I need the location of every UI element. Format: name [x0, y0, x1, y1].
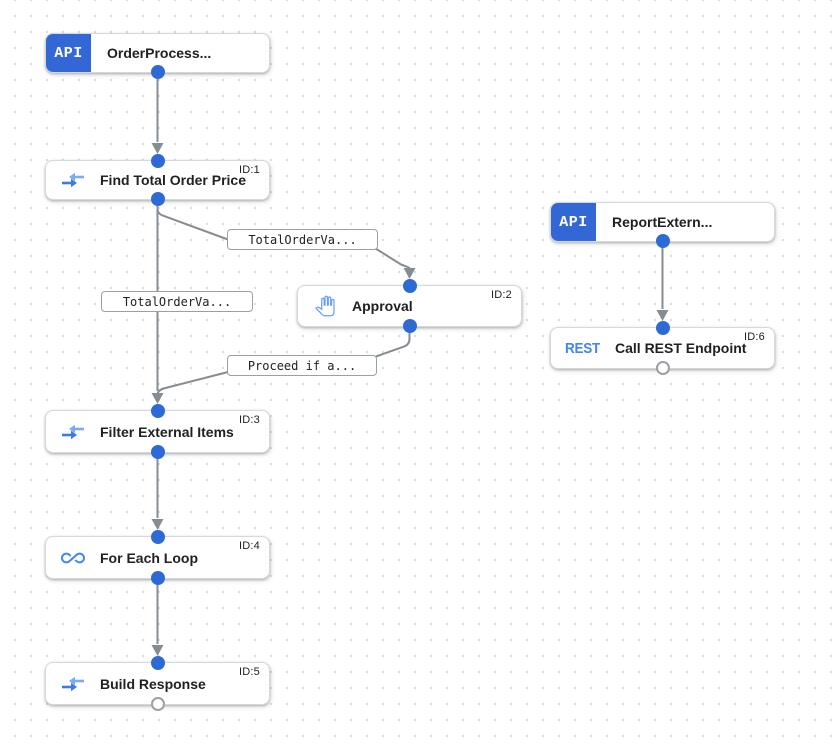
task-node-filter-external-items[interactable]: Filter External Items ID:3 — [45, 404, 270, 459]
edge-label-chip[interactable]: TotalOrderVa... — [101, 291, 253, 312]
task-id-badge: ID:3 — [239, 414, 260, 426]
edge-label-text: Proceed if a... — [247, 358, 357, 373]
edge-approval-to-task3-b — [156, 370, 231, 396]
node-title: ReportExtern... — [612, 214, 713, 230]
task-id-badge: ID:2 — [491, 289, 512, 301]
data-mapping-icon — [59, 168, 86, 192]
pan-tool-icon — [311, 294, 338, 318]
input-port[interactable] — [150, 656, 165, 670]
output-port[interactable] — [150, 65, 165, 79]
node-title: Call REST Endpoint — [615, 340, 747, 356]
edge-label-chip[interactable]: TotalOrderVa... — [227, 229, 378, 250]
edge-task1-to-approval-b — [373, 246, 411, 269]
node-title: For Each Loop — [100, 549, 198, 566]
input-port[interactable] — [150, 404, 165, 418]
data-mapping-icon — [59, 420, 86, 444]
edge-label-chip[interactable]: Proceed if a... — [227, 355, 377, 376]
task-node-for-each-loop[interactable]: For Each Loop ID:4 — [45, 530, 270, 585]
node-title: Find Total Order Price — [100, 172, 246, 188]
node-title: Approval — [352, 298, 413, 314]
arrowhead-icon — [151, 519, 164, 530]
arrowhead-icon — [403, 268, 416, 279]
task-id-badge: ID:6 — [744, 331, 765, 343]
output-port[interactable] — [150, 445, 165, 459]
trigger-node-orderprocess[interactable]: API OrderProcess... — [45, 33, 270, 79]
input-port[interactable] — [402, 279, 417, 293]
data-mapping-icon — [59, 672, 86, 696]
arrowhead-icon — [151, 393, 164, 404]
edge-label-text: TotalOrderVa... — [122, 294, 232, 309]
infinity-icon — [59, 546, 86, 570]
arrowhead-icon — [656, 310, 669, 321]
input-port[interactable] — [150, 530, 165, 544]
arrowhead-icon — [151, 645, 164, 656]
edge-approval-to-task3-a — [375, 327, 411, 358]
task-id-badge: ID:4 — [239, 540, 260, 552]
task-node-build-response[interactable]: Build Response ID:5 — [45, 656, 270, 711]
terminal-output-port[interactable] — [655, 361, 670, 375]
task-node-call-rest-endpoint[interactable]: REST Call REST Endpoint ID:6 — [550, 321, 775, 375]
node-title: Build Response — [100, 675, 206, 692]
edge-task1-to-approval-a — [156, 205, 233, 242]
output-port[interactable] — [150, 192, 165, 206]
output-port[interactable] — [655, 234, 670, 248]
task-node-approval[interactable]: Approval ID:2 — [297, 279, 522, 333]
output-port[interactable] — [150, 571, 165, 585]
api-trigger-icon: API — [46, 34, 91, 72]
input-port[interactable] — [655, 321, 670, 335]
api-trigger-icon: API — [551, 203, 596, 241]
terminal-output-port[interactable] — [150, 697, 165, 711]
task-id-badge: ID:5 — [239, 666, 260, 678]
node-title: OrderProcess... — [107, 45, 212, 61]
edge-label-text: TotalOrderVa... — [248, 232, 357, 247]
node-title: Filter External Items — [100, 423, 234, 440]
output-port[interactable] — [402, 319, 417, 333]
task-node-find-total-order-price[interactable]: Find Total Order Price ID:1 — [45, 154, 270, 206]
arrowhead-icon — [151, 143, 164, 154]
input-port[interactable] — [150, 154, 165, 168]
rest-icon: REST — [564, 339, 600, 357]
task-id-badge: ID:1 — [239, 164, 260, 176]
trigger-node-reportextern[interactable]: API ReportExtern... — [550, 202, 775, 248]
